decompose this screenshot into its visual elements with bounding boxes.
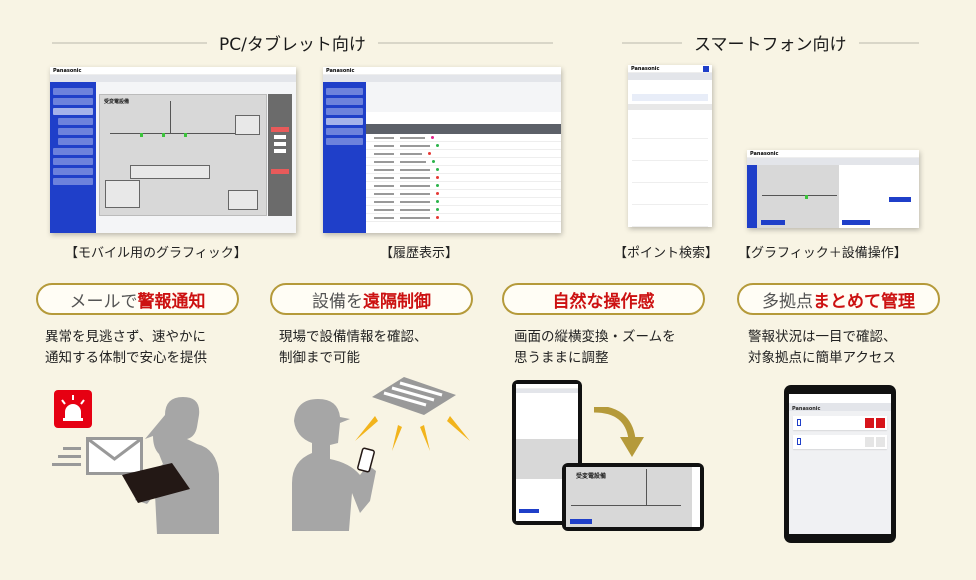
app-sidebar: [50, 82, 96, 233]
app-logo: Panasonic: [750, 150, 779, 157]
ceiling-light-icon: [362, 375, 458, 415]
feature-badge-remote-control: 設備を遠隔制御: [270, 283, 473, 315]
section-header-smartphone: スマートフォン向け: [622, 30, 919, 55]
worker-silhouette: [122, 397, 219, 534]
app-sidebar: [323, 82, 366, 233]
feature-badge-multisite: 多拠点まとめて管理: [737, 283, 940, 315]
illustration-remote-control: [270, 375, 490, 575]
alarm-beacon-icon: [54, 390, 92, 428]
feature-description-multisite: 警報状況は一目で確認、対象拠点に簡単アクセス: [748, 329, 897, 366]
tablet-device: Panasonic: [784, 385, 896, 543]
feature-description-email-alarm: 異常を見逃さず、速やかに通知する体制で安心を提供: [45, 329, 207, 366]
site-card[interactable]: [793, 416, 887, 430]
feature-badge-email-alarm: メールで警報通知: [36, 283, 239, 315]
feature-description-natural-operation: 画面の縦横変換・ズームを思うままに調整: [514, 329, 676, 366]
rotate-arrow-icon: [593, 407, 644, 457]
caption-graphic-control: 【グラフィック＋設備操作】: [738, 246, 907, 261]
app-logo: Panasonic: [53, 67, 82, 74]
feature-description-remote-control: 現場で設備情報を確認、制御まで可能: [279, 329, 428, 366]
section-title-pc-tablet: PC/タブレット向け: [219, 35, 366, 55]
section-header-pc-tablet: PC/タブレット向け: [52, 30, 553, 55]
tablet-landscape: 受変電設備: [562, 463, 704, 531]
illustration-screen-rotation: 受変電設備: [500, 375, 730, 575]
screenshot-point-search: Panasonic: [628, 65, 712, 227]
phone-portrait: [512, 380, 582, 525]
worker-silhouette: [292, 399, 376, 531]
caption-mobile-graphic: 【モバイル用のグラフィック】: [65, 246, 247, 261]
app-main: 受変電設備: [96, 82, 296, 233]
screenshot-history: Panasonic: [323, 67, 561, 233]
app-logo: Panasonic: [326, 67, 355, 74]
email-icon: [86, 437, 143, 475]
divider: [52, 41, 207, 44]
light-rays-icon: [355, 416, 470, 451]
illustration-multisite: Panasonic: [740, 375, 976, 575]
divider: [858, 41, 919, 44]
illustration-email-alarm: [30, 375, 260, 575]
site-card[interactable]: [793, 435, 887, 449]
caption-history: 【履歴表示】: [380, 246, 459, 261]
section-title-smartphone: スマートフォン向け: [694, 35, 847, 55]
divider: [377, 41, 553, 44]
screenshot-mobile-graphic: Panasonic 受変電設備: [50, 67, 296, 233]
app-logo: Panasonic: [631, 65, 660, 72]
single-line-diagram: 受変電設備: [99, 94, 267, 216]
history-table: [366, 82, 561, 233]
caption-point-search: 【ポイント検索】: [614, 246, 719, 261]
feature-badge-natural-operation: 自然な操作感: [502, 283, 705, 315]
screenshot-graphic-control: Panasonic: [747, 150, 919, 228]
divider: [622, 41, 682, 44]
